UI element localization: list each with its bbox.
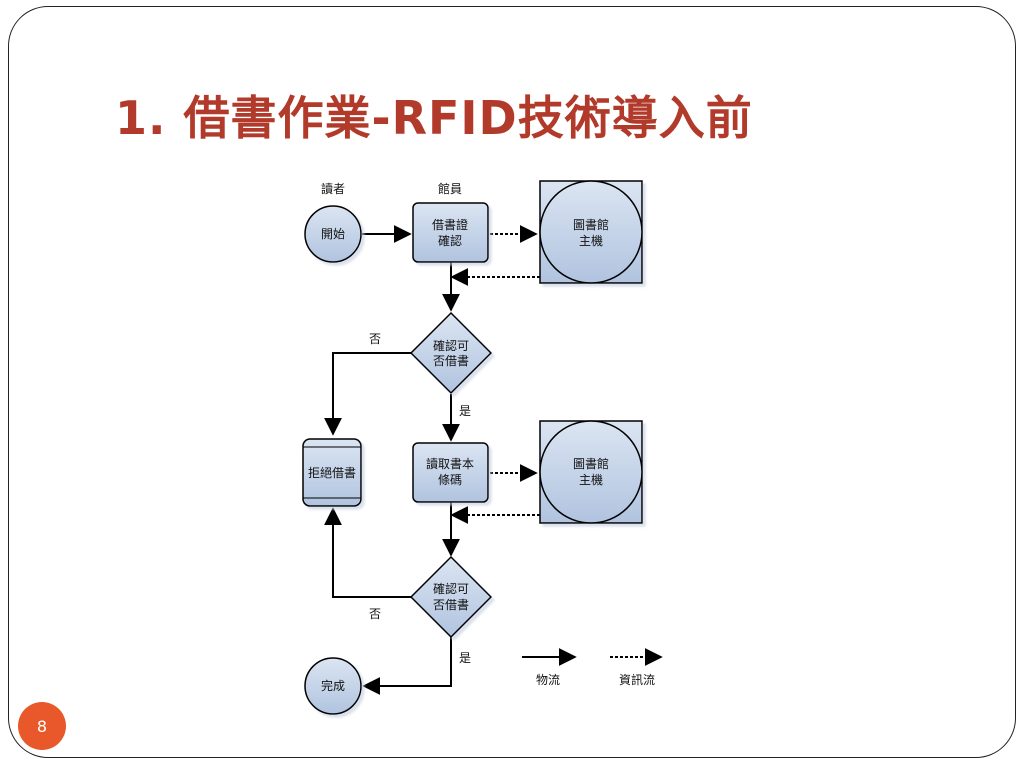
legend-label-info: 資訊流: [619, 672, 655, 687]
lane-label-reader: 讀者: [321, 182, 345, 196]
edge-decision1-no: [324, 352, 411, 436]
edge-decision2-yes: [362, 637, 452, 695]
node-read-barcode: [412, 442, 489, 503]
node-start: [304, 205, 362, 263]
node-done-label: 完成: [321, 678, 345, 693]
node-host2-line1: 圖書館: [573, 456, 609, 471]
slide-title: 1. 借書作業-RFID技術導入前: [115, 91, 753, 145]
legend-label-physical: 物流: [536, 673, 560, 687]
page-number-badge: 8: [18, 702, 66, 750]
node-decision1-line2: 否借書: [433, 354, 469, 368]
node-host1: [539, 180, 643, 284]
node-host2: [539, 420, 643, 524]
node-decision1-line1: 確認可: [433, 338, 469, 353]
edge-label-yes-2: 是: [459, 651, 471, 665]
node-reject: [302, 438, 362, 507]
node-verify-card: [412, 202, 489, 263]
node-decision2: [409, 555, 493, 639]
node-host1-line2: 主機: [579, 233, 603, 248]
edge-label-yes-1: 是: [459, 404, 471, 418]
edge-label-no-2: 否: [369, 607, 381, 621]
node-start-label: 開始: [321, 227, 345, 241]
node-verify-card-line1: 借書證: [432, 217, 468, 232]
node-read-barcode-line2: 條碼: [438, 473, 462, 487]
node-decision1: [409, 311, 493, 395]
node-decision2-line1: 確認可: [433, 581, 469, 596]
info-connectors: [450, 225, 663, 666]
node-decision2-line2: 否借書: [433, 598, 469, 612]
node-host2-line2: 主機: [579, 472, 603, 487]
lane-label-librarian: 館員: [438, 181, 462, 196]
node-done: [304, 657, 362, 715]
slide-frame: [8, 6, 1016, 758]
node-host1-line1: 圖書館: [573, 217, 609, 232]
node-verify-card-line2: 確認: [438, 233, 462, 248]
node-reject-label: 拒絕借書: [308, 466, 356, 480]
edge-decision2-no: [324, 507, 411, 598]
edge-label-no-1: 否: [369, 332, 381, 346]
node-read-barcode-line1: 讀取書本: [426, 457, 474, 471]
connectors: [324, 225, 577, 695]
